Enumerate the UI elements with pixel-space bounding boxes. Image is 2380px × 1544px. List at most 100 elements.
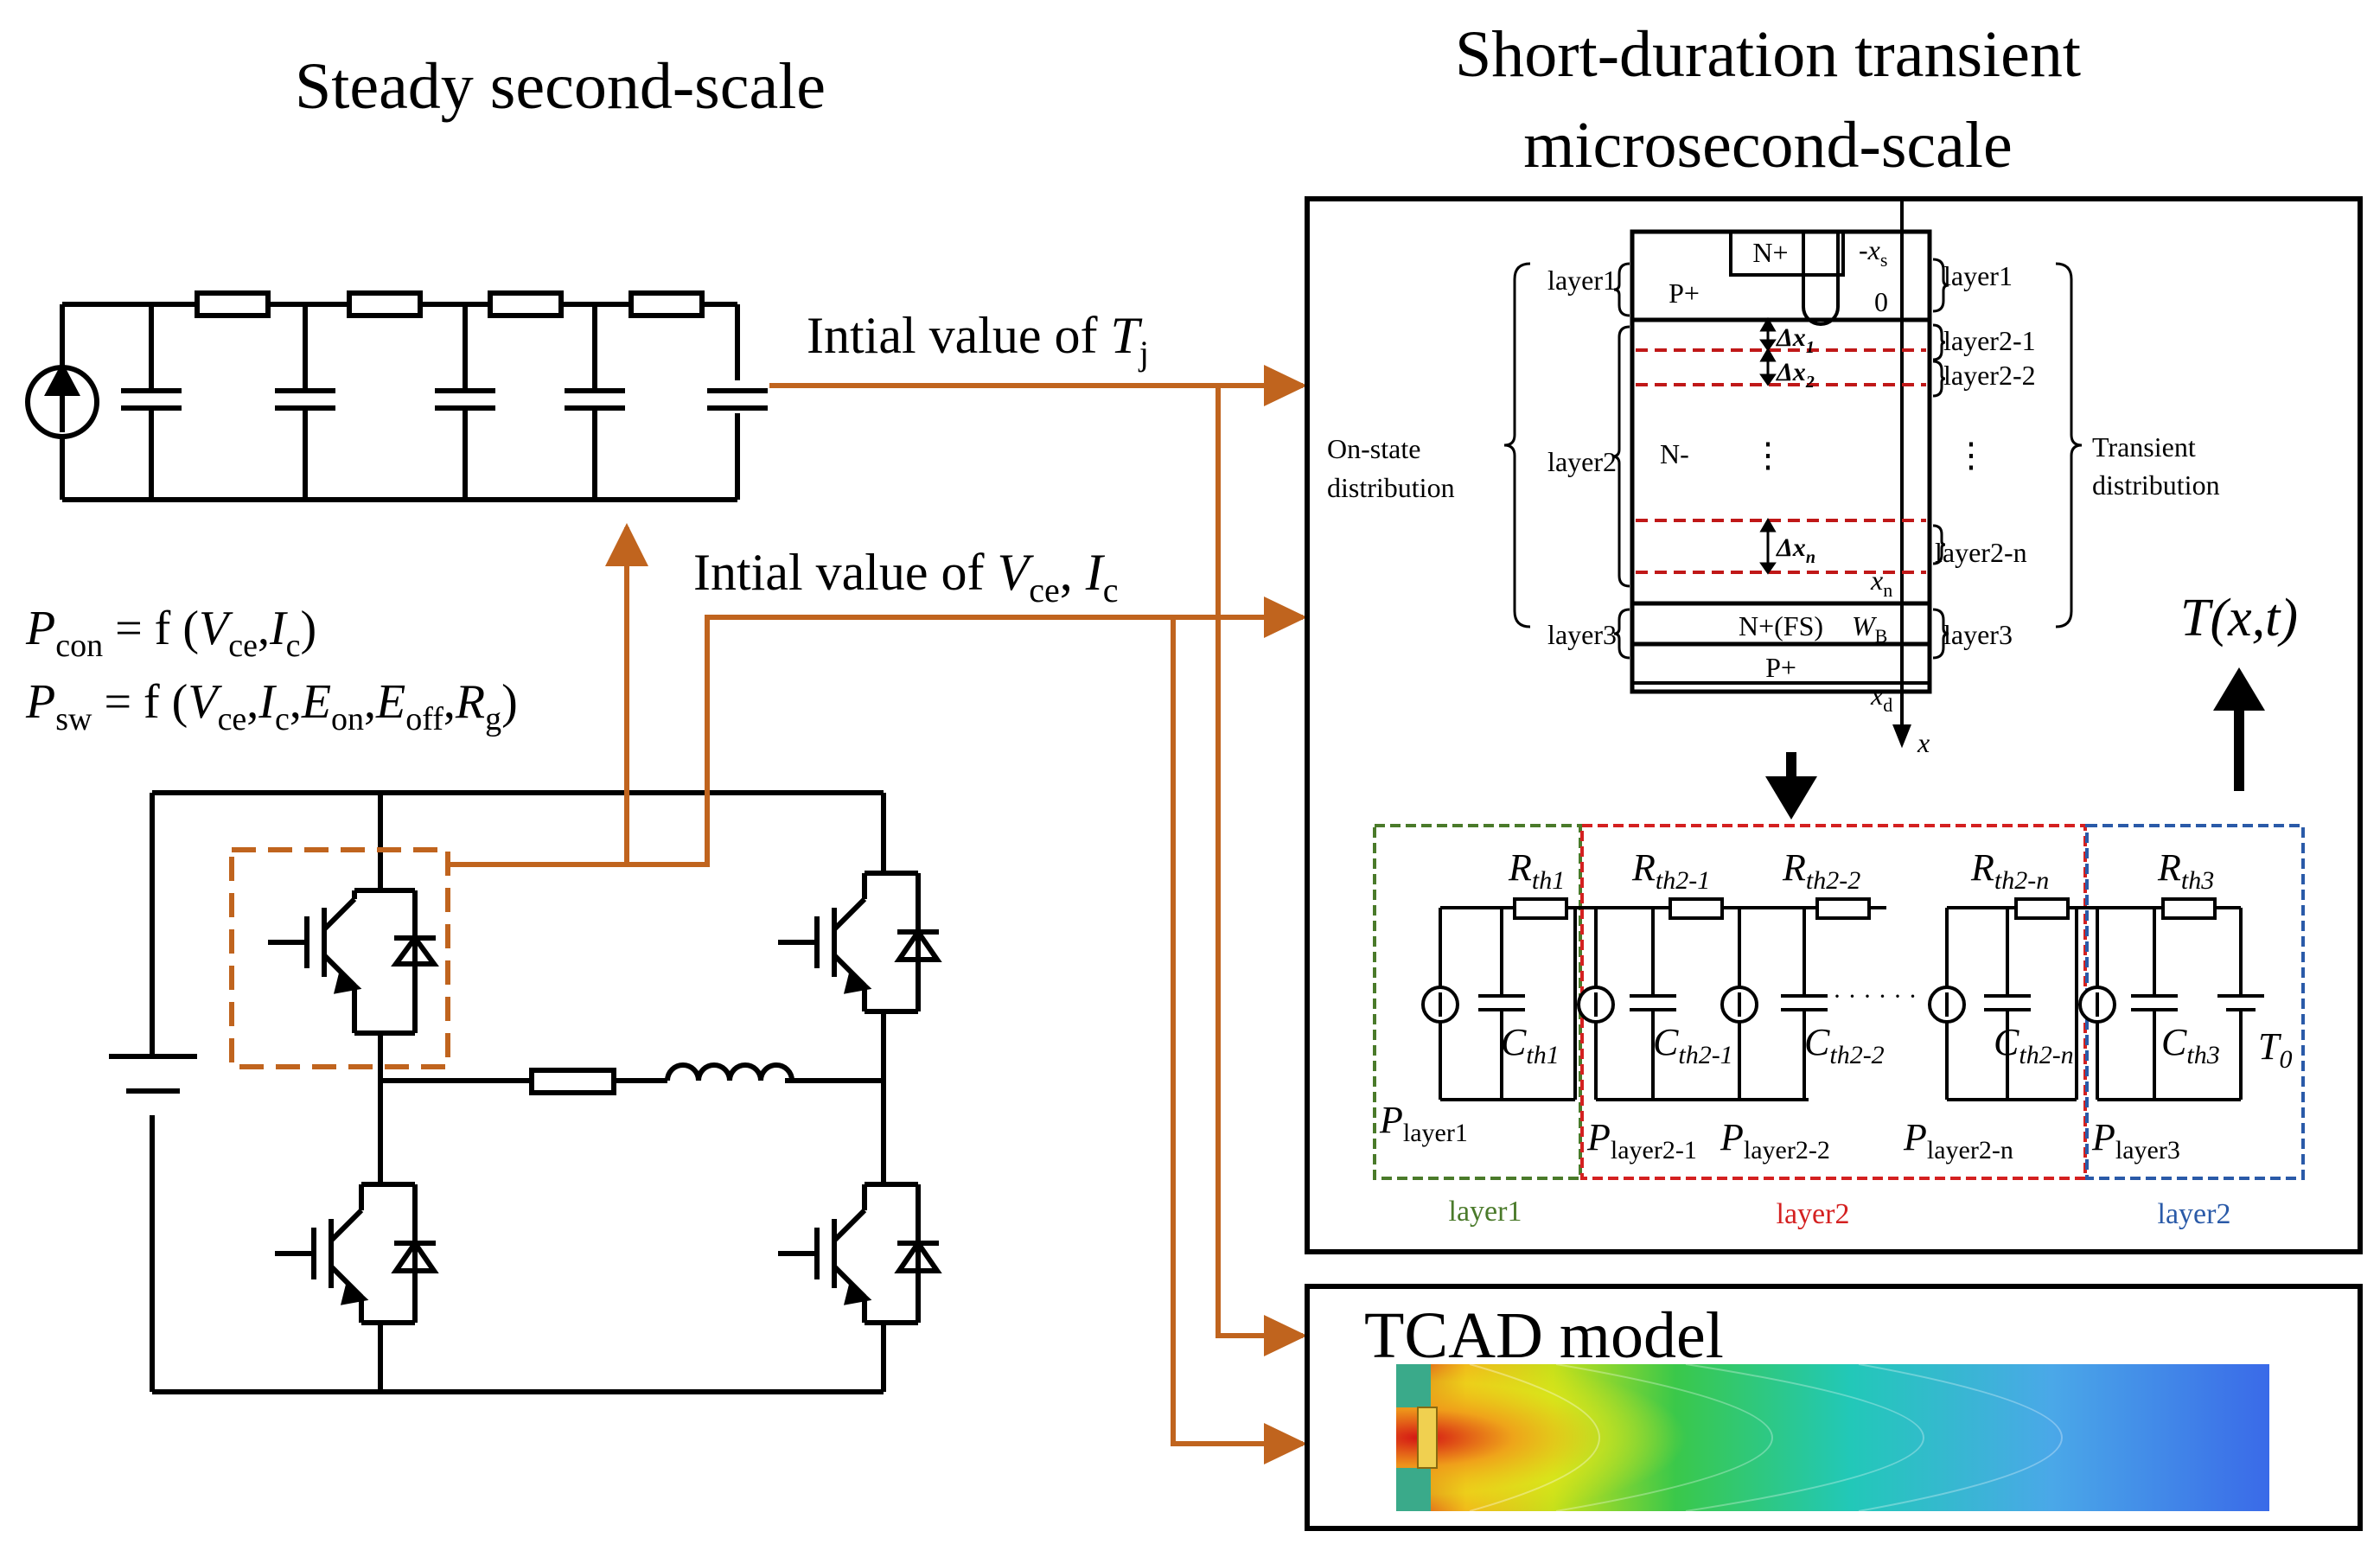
neg-xs-sub: s	[1880, 249, 1888, 271]
network-hdots: · · · · · ·	[1833, 982, 1917, 1011]
left-layer3: layer3	[1547, 619, 1617, 650]
xn-label: xn	[1870, 565, 1892, 601]
dx2-sub: 2	[1805, 373, 1815, 392]
tj-arrowhead	[1264, 365, 1307, 406]
tcad-heatmap	[1396, 1363, 2269, 1512]
wb-label: WB	[1852, 610, 1887, 647]
tj-to-tcad-arrow	[1216, 386, 1304, 1340]
vce-arrowhead	[1264, 597, 1307, 638]
c2n: C	[1994, 1021, 2019, 1063]
zero-label: 0	[1874, 286, 1888, 317]
steady-resistor-3	[488, 290, 564, 318]
tcad-arrowhead-1	[1264, 1315, 1307, 1356]
r3-label: Rth3	[2157, 846, 2214, 895]
igbt-top-right	[778, 871, 942, 1014]
psw-close: )	[501, 675, 518, 729]
c1-label: Cth1	[1501, 1021, 1560, 1069]
tcad-arrowhead-2	[1264, 1423, 1307, 1464]
p21: P	[1586, 1116, 1611, 1158]
psw-c3: ,	[364, 675, 376, 729]
right-layer2-1: layer2-1	[1943, 325, 2036, 356]
pcon-comma: ,	[258, 602, 270, 655]
steady-resistor-4	[628, 290, 705, 318]
right-dots: ⋮	[1954, 436, 1988, 475]
load-inductor	[665, 1062, 794, 1081]
psw-r: R	[455, 675, 485, 729]
n-plus-region	[1729, 230, 1845, 277]
n-plus-label: N+	[1752, 237, 1788, 268]
psw-c2: ,	[290, 675, 302, 729]
r21-label: Rth2-1	[1631, 846, 1710, 895]
c21-sub: th2-1	[1678, 1041, 1732, 1069]
pcon-sub: con	[55, 628, 103, 664]
psw-eon: E	[301, 675, 331, 729]
right-layer1: layer1	[1943, 260, 2013, 291]
tj-prefix: Intial value of	[807, 307, 1111, 364]
dx2-label: Δx2	[1776, 358, 1815, 392]
dxn-label: Δxn	[1776, 533, 1815, 567]
dx1-sub: 1	[1806, 338, 1815, 357]
transient-line1: Transient	[2092, 431, 2196, 463]
p1-sub: layer1	[1403, 1119, 1468, 1147]
r3: R	[2157, 846, 2181, 889]
xd-label: xd	[1870, 679, 1892, 716]
r2n-sub: th2-n	[1994, 866, 2049, 895]
t0: T	[2258, 1025, 2282, 1068]
igbt-top-left	[268, 888, 418, 1036]
c22-label: Cth2-2	[1804, 1021, 1885, 1069]
tj-label: Intial value of Tj	[807, 307, 1149, 373]
right-layer2-n: layer2-n	[1935, 537, 2027, 568]
c2n-sub: th2-n	[2019, 1041, 2073, 1069]
p22-sub: layer2-2	[1744, 1136, 1830, 1164]
p2n-label: Player2-n	[1903, 1116, 2013, 1164]
right-layer2-2: layer2-2	[1943, 360, 2036, 391]
pcon-p: P	[25, 602, 55, 655]
left-layer1: layer1	[1547, 265, 1617, 296]
psw-rsub: g	[485, 701, 501, 737]
psw-eoff: E	[375, 675, 405, 729]
psw-eonsub: on	[331, 701, 364, 737]
r1-label: Rth1	[1508, 846, 1565, 895]
dxn: Δx	[1776, 533, 1806, 562]
c3: C	[2161, 1021, 2187, 1063]
xn-sub: n	[1883, 579, 1892, 601]
pcon-i: I	[269, 602, 288, 655]
r22-sub: th2-2	[1806, 866, 1860, 895]
loss-equations: Pcon = f (Vce,Ic) Psw = f (Vce,Ic,Eon,Eo…	[25, 602, 518, 737]
transient-panel	[1305, 196, 2363, 1254]
pcon-close: )	[300, 602, 316, 655]
pcon-rhs: = f (	[103, 602, 199, 655]
vce-var: V	[998, 544, 1035, 601]
title-left: Steady second-scale	[295, 50, 826, 123]
txt-label: T(x,t)	[2180, 589, 2298, 648]
psw-sub: sw	[55, 701, 93, 737]
dx2: Δx	[1776, 358, 1806, 386]
svg-text:Pcon = f (Vce,Ic): Pcon = f (Vce,Ic)	[25, 602, 316, 664]
nfs-label: N+(FS)	[1739, 610, 1823, 641]
p3-sub: layer3	[2115, 1136, 2180, 1164]
layer3-box	[2085, 824, 2305, 1180]
n-minus-label: N-	[1660, 438, 1689, 469]
igbt-bottom-left	[275, 1182, 439, 1325]
big-arrows	[1765, 667, 2265, 820]
c1: C	[1501, 1021, 1527, 1063]
dx1: Δx	[1776, 323, 1806, 352]
xn: x	[1870, 565, 1883, 596]
r21: R	[1631, 846, 1656, 889]
title-right-line2: microsecond-scale	[1523, 109, 2013, 182]
wb-sub: B	[1875, 625, 1888, 647]
t0-label: T0	[2258, 1025, 2292, 1074]
transient-line2: distribution	[2092, 469, 2220, 501]
onstate-line2: distribution	[1327, 472, 1455, 503]
r2n-label: Rth2-n	[1970, 846, 2049, 895]
load-resistor	[529, 1068, 616, 1095]
p1: P	[1379, 1099, 1403, 1141]
psw-i: I	[258, 675, 277, 729]
left-layer2: layer2	[1547, 446, 1617, 477]
device-labels: N+ P+ -xs 0 N- N+(FS) WB P+ xn xd x Δx1 …	[1327, 234, 2220, 758]
c22: C	[1804, 1021, 1830, 1063]
r1: R	[1508, 846, 1532, 889]
r3-sub: th3	[2181, 866, 2214, 895]
txt-t: T	[2180, 589, 2214, 648]
r1-sub: th1	[1532, 866, 1565, 895]
